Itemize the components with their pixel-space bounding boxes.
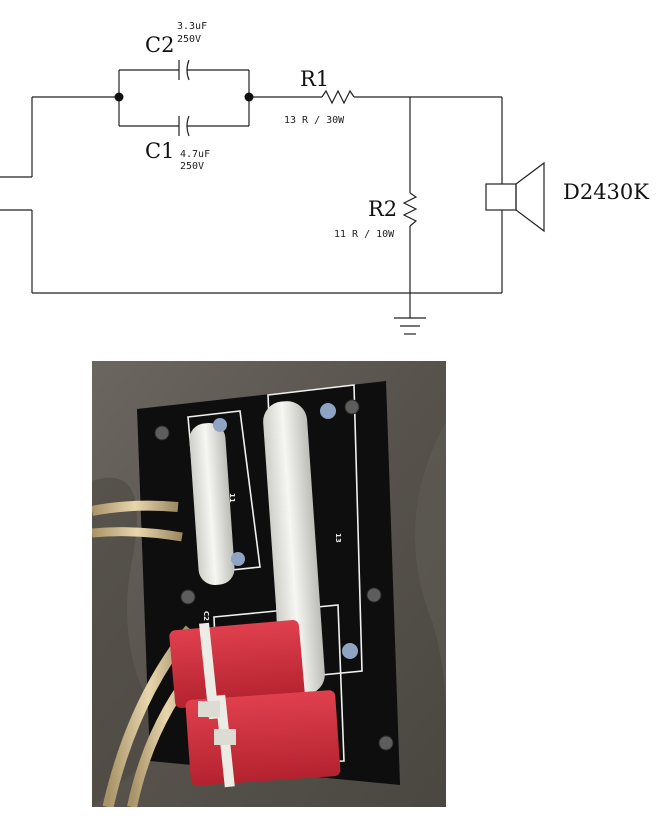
r2-rating: 11 R / 10W bbox=[334, 229, 395, 240]
pcb-label-13: 13 bbox=[334, 533, 342, 543]
pcb-label-c2: C2 bbox=[202, 611, 210, 621]
resistor-r2 bbox=[189, 423, 235, 585]
c2-plate-right bbox=[186, 59, 190, 81]
fabric-fold bbox=[415, 421, 446, 807]
junction-dot-left bbox=[114, 92, 124, 102]
resistor-lead bbox=[213, 418, 227, 432]
c2-value: 3.3uF bbox=[177, 21, 207, 32]
r1-label: R1 bbox=[300, 67, 329, 91]
c1-plate-right bbox=[186, 115, 190, 137]
c1-label: C1 bbox=[145, 139, 174, 163]
screw bbox=[154, 425, 170, 441]
r2-resistor bbox=[402, 192, 418, 227]
speaker-wire-bundle bbox=[92, 527, 183, 542]
pcb-label-11: 11 bbox=[228, 493, 236, 503]
c1-value: 4.7uF bbox=[180, 149, 210, 160]
cable-tie-head bbox=[214, 729, 236, 745]
screw bbox=[378, 735, 394, 751]
screw bbox=[344, 399, 360, 415]
driver-label: D2430K bbox=[563, 180, 649, 204]
r1-rating: 13 R / 30W bbox=[284, 115, 345, 126]
speaker-cone bbox=[515, 161, 545, 233]
cable-tie-head bbox=[198, 701, 220, 717]
r1-resistor bbox=[321, 89, 355, 105]
speaker-magnet bbox=[485, 183, 517, 211]
c1-voltage: 250V bbox=[180, 161, 204, 172]
cable-tie bbox=[199, 622, 219, 720]
junction-dot-right bbox=[244, 92, 254, 102]
crossover-board-photo: 11 13 R2 C2 bbox=[92, 361, 446, 807]
screw bbox=[366, 587, 382, 603]
screw bbox=[180, 589, 196, 605]
resistor-lead bbox=[342, 643, 358, 659]
c2-label: C2 bbox=[145, 33, 174, 57]
resistor-lead bbox=[320, 403, 336, 419]
resistor-lead bbox=[231, 552, 245, 566]
speaker-wire-bundle bbox=[92, 500, 179, 516]
r2-label: R2 bbox=[368, 197, 397, 221]
crossover-schematic: C2 3.3uF 250V C1 4.7uF 250V R1 13 R / 30… bbox=[0, 21, 649, 335]
c2-voltage: 250V bbox=[177, 34, 201, 45]
